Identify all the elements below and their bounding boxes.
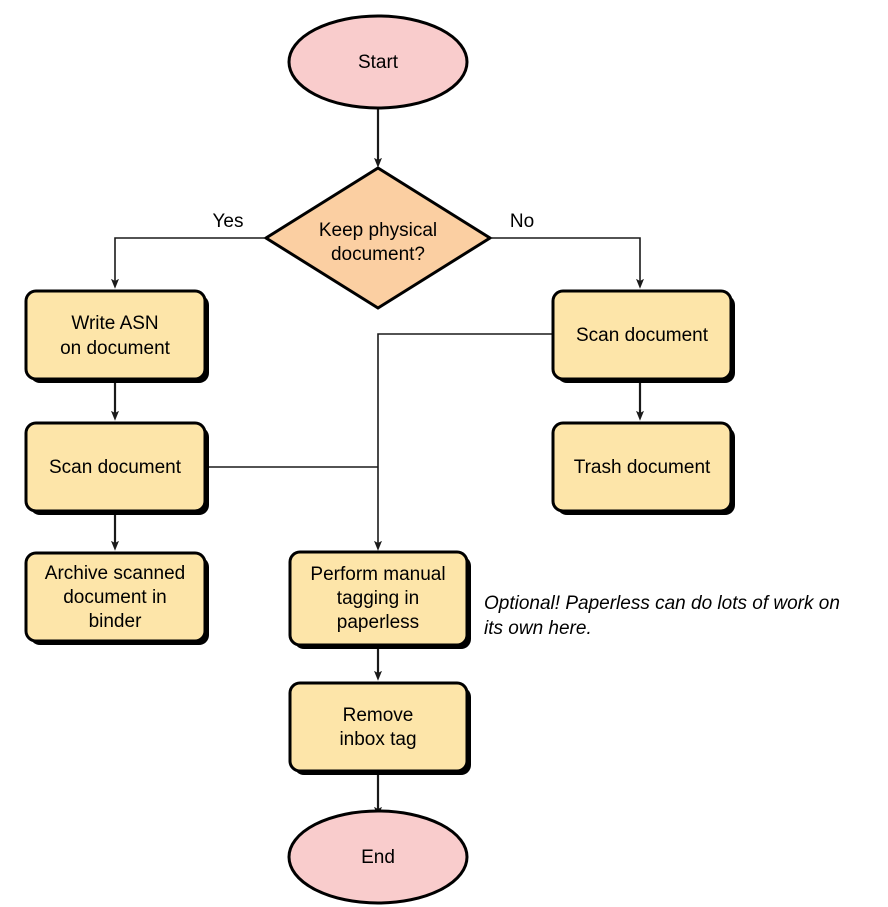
node-scan-document-right[interactable]: Scan document xyxy=(551,289,735,383)
node-write-asn-on-document[interactable]: Write ASN on document xyxy=(24,289,209,383)
node-scan-document-left[interactable]: Scan document xyxy=(24,421,209,515)
node-write-asn-label-line2: on document xyxy=(60,338,171,359)
node-trash-document[interactable]: Trash document xyxy=(551,421,735,515)
node-trash-document-label: Trash document xyxy=(574,457,711,478)
node-archive-scanned-document[interactable]: Archive scanned document in binder xyxy=(24,551,209,645)
node-remove-inbox-label-line1: Remove xyxy=(343,705,414,726)
node-end-label: End xyxy=(361,847,395,868)
edge-label-yes: Yes xyxy=(213,211,244,232)
edge-scan-right-to-manual-tagging xyxy=(374,333,553,551)
node-perform-manual-tagging[interactable]: Perform manual tagging in paperless xyxy=(288,550,471,649)
node-decision-label-line2: document? xyxy=(331,244,425,265)
node-archive-label-line2: document in xyxy=(63,587,167,608)
node-archive-label-line1: Archive scanned xyxy=(45,563,185,584)
node-scan-document-left-label: Scan document xyxy=(49,457,182,478)
annotation-line2: its own here. xyxy=(484,618,592,639)
node-manual-tagging-label-line1: Perform manual xyxy=(310,564,445,585)
node-manual-tagging-label-line3: paperless xyxy=(337,612,419,633)
annotation-optional-note: Optional! Paperless can do lots of work … xyxy=(484,593,840,639)
node-archive-label-line3: binder xyxy=(89,611,142,632)
node-remove-inbox-label-line2: inbox tag xyxy=(339,729,416,750)
edge-decision-no-to-scan-right xyxy=(492,237,644,289)
node-end[interactable]: End xyxy=(287,809,469,905)
annotation-line1: Optional! Paperless can do lots of work … xyxy=(484,593,840,614)
node-decision-label-line1: Keep physical xyxy=(319,220,437,241)
edge-decision-yes-to-write-asn xyxy=(111,237,264,289)
node-start-label: Start xyxy=(358,52,399,73)
edge-label-no: No xyxy=(510,211,534,232)
node-start[interactable]: Start xyxy=(287,14,469,110)
node-manual-tagging-label-line2: tagging in xyxy=(337,588,419,609)
node-write-asn-label-line1: Write ASN xyxy=(71,313,158,334)
node-remove-inbox-tag[interactable]: Remove inbox tag xyxy=(288,681,471,775)
node-keep-physical-document-decision[interactable]: Keep physical document? xyxy=(263,166,493,310)
node-scan-document-right-label: Scan document xyxy=(576,325,709,346)
